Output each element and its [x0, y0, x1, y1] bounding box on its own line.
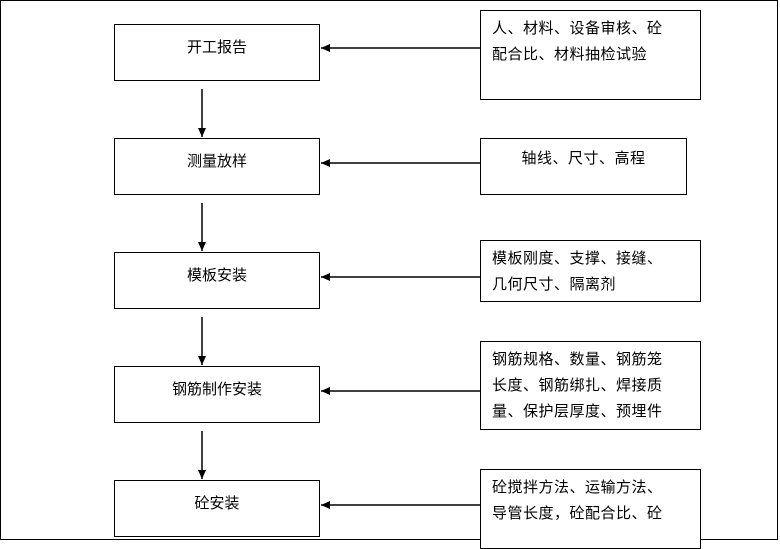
step-label: 测量放样 [186, 152, 247, 170]
check-box-gangjin: 钢筋规格、数量、钢筋笼 长度、钢筋绑扎、焊接质 量、保护层厚度、预埋件 [480, 341, 701, 430]
flow-connectors [198, 44, 480, 509]
check-text-line: 砼搅拌方法、运输方法、 [492, 478, 663, 496]
check-text-line: 导管长度，砼配合比、砼 [492, 504, 663, 522]
check-text-line: 人、材料、设备审核、砼 [492, 19, 663, 37]
step-label: 开工报告 [186, 38, 247, 56]
check-text-line: 长度、钢筋绑扎、焊接质 [492, 376, 663, 394]
check-text-line: 模板刚度、支撑、接缝、 [492, 249, 663, 267]
step-box-muban-anzhuang: 模板安装 [114, 252, 320, 309]
check-box-muban: 模板刚度、支撑、接缝、 几何尺寸、隔离剂 [480, 240, 701, 302]
step-label: 模板安装 [186, 266, 247, 284]
check-box-celiang: 轴线、尺寸、高程 [480, 138, 687, 195]
step-box-gangjin-zhizuo-anzhuang: 钢筋制作安装 [114, 366, 320, 423]
check-text-line: 钢筋规格、数量、钢筋笼 [492, 350, 663, 368]
check-box-tong: 砼搅拌方法、运输方法、 导管长度，砼配合比、砼 [480, 469, 701, 549]
step-box-kaigong-baogao: 开工报告 [114, 24, 320, 81]
check-box-kaigong: 人、材料、设备审核、砼 配合比、材料抽检试验 [480, 10, 701, 100]
step-box-celiang-fangyang: 测量放样 [114, 138, 320, 195]
step-label: 砼安装 [194, 494, 240, 512]
check-text-line: 几何尺寸、隔离剂 [492, 275, 617, 293]
check-text-line: 配合比、材料抽检试验 [492, 45, 648, 63]
check-text-line: 轴线、尺寸、高程 [521, 149, 646, 167]
step-label: 钢筋制作安装 [171, 380, 262, 398]
check-text-line: 量、保护层厚度、预埋件 [492, 402, 663, 420]
step-box-tong-anzhuang: 砼安装 [114, 480, 320, 537]
